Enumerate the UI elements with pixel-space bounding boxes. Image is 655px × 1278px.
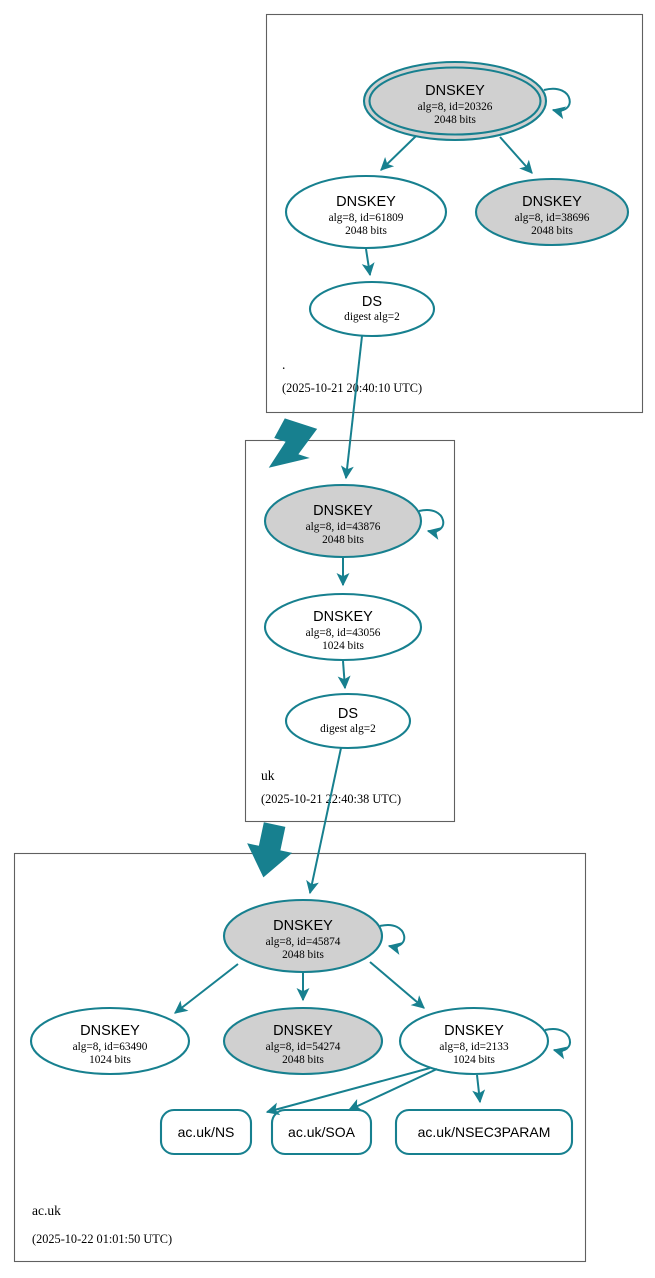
node-acuk-zsk-63490-line2: alg=8, id=63490 (73, 1041, 148, 1053)
node-uk-ksk-ellipse (263, 483, 423, 559)
node-uk-ds-line2: digest alg=2 (320, 723, 376, 735)
edge-acuk-zsk-2133-self-sign (544, 1028, 571, 1060)
rrset-ac-uk-nsec3param-box (394, 1108, 574, 1156)
zone-root[interactable]: DNSKEY alg=8, id=20326 2048 bits DNSKEY … (265, 13, 644, 414)
node-acuk-zsk-63490-line3: 1024 bits (89, 1054, 131, 1066)
edge-acuk-zsk2133-to-ns (265, 1067, 431, 1116)
node-root-zsk-61809-line2: alg=8, id=61809 (329, 212, 404, 224)
delegation-arrow-root-to-uk (268, 418, 318, 468)
zone-root-label: . (282, 357, 285, 372)
edge-root-ds-to-uk-ksk (340, 335, 363, 480)
edge-root-ksk-to-zsk61809 (380, 135, 417, 171)
node-acuk-zsk-63490-title: DNSKEY (80, 1023, 140, 1039)
zone-uk-label: uk (261, 768, 275, 783)
node-uk-zsk-line2: alg=8, id=43056 (306, 627, 381, 639)
edge-uk-ds-to-acuk-ksk (306, 747, 342, 895)
node-acuk-zsk-63490-ellipse (29, 1006, 191, 1076)
node-root-zsk-61809-ellipse (284, 174, 448, 250)
zone-uk[interactable]: DNSKEY alg=8, id=43876 2048 bits DNSKEY … (244, 439, 456, 823)
node-uk-zsk[interactable]: DNSKEY alg=8, id=43056 1024 bits (263, 592, 423, 662)
rrset-ac-uk-ns-box (159, 1108, 253, 1156)
edge-uk-ksk-self-sign (418, 509, 445, 540)
node-acuk-ksk-ellipse (222, 898, 384, 974)
rrset-ac-uk-ns-label: ac.uk/NS (178, 1124, 235, 1140)
node-acuk-zsk-54274[interactable]: DNSKEY alg=8, id=54274 2048 bits (222, 1006, 384, 1076)
node-acuk-zsk-2133[interactable]: DNSKEY alg=8, id=2133 1024 bits (398, 1006, 550, 1076)
node-uk-ksk-line2: alg=8, id=43876 (306, 521, 381, 533)
node-root-ds-title: DS (362, 294, 382, 310)
node-acuk-zsk-54274-line2: alg=8, id=54274 (266, 1041, 341, 1053)
node-root-zsk-38696-line2: alg=8, id=38696 (515, 212, 590, 224)
node-uk-zsk-ellipse (263, 592, 423, 662)
node-root-ksk-title: DNSKEY (425, 83, 485, 99)
rrset-ac-uk-soa[interactable]: ac.uk/SOA (270, 1108, 373, 1156)
edge-root-ksk-self-sign (543, 87, 571, 120)
node-root-zsk-61809-line3: 2048 bits (345, 225, 387, 237)
zone-acuk-label: ac.uk (32, 1203, 61, 1218)
node-acuk-ksk-line3: 2048 bits (282, 949, 324, 961)
node-acuk-zsk-2133-line2: alg=8, id=2133 (439, 1041, 509, 1053)
node-uk-zsk-title: DNSKEY (313, 609, 373, 625)
node-acuk-ksk-title: DNSKEY (273, 918, 333, 934)
edge-acuk-zsk2133-to-nsec3param (472, 1074, 486, 1104)
edge-uk-zsk-to-ds (337, 660, 351, 690)
rrset-ac-uk-ns[interactable]: ac.uk/NS (159, 1108, 253, 1156)
edge-acuk-zsk2133-to-soa (347, 1068, 438, 1111)
node-root-ds-line2: digest alg=2 (344, 311, 400, 323)
node-acuk-zsk-2133-line3: 1024 bits (453, 1054, 495, 1066)
node-root-ksk[interactable]: DNSKEY alg=8, id=20326 2048 bits (362, 60, 548, 142)
zone-acuk[interactable]: DNSKEY alg=8, id=45874 2048 bits DNSKEY … (13, 852, 587, 1263)
node-uk-ksk[interactable]: DNSKEY alg=8, id=43876 2048 bits (263, 483, 423, 559)
delegation-arrow-uk-to-acuk (247, 822, 293, 878)
node-acuk-ksk-line2: alg=8, id=45874 (266, 936, 341, 948)
node-root-zsk-61809-title: DNSKEY (336, 194, 396, 210)
node-acuk-ksk[interactable]: DNSKEY alg=8, id=45874 2048 bits (222, 898, 384, 974)
node-acuk-zsk-2133-title: DNSKEY (444, 1023, 504, 1039)
node-uk-ds-ellipse (284, 692, 412, 750)
node-acuk-zsk-2133-ellipse (398, 1006, 550, 1076)
node-acuk-zsk-54274-title: DNSKEY (273, 1023, 333, 1039)
zone-acuk-timestamp: (2025-10-22 01:01:50 UTC) (32, 1232, 172, 1246)
node-acuk-zsk-63490[interactable]: DNSKEY alg=8, id=63490 1024 bits (29, 1006, 191, 1076)
node-root-zsk-38696-ellipse (474, 177, 630, 247)
node-uk-ksk-title: DNSKEY (313, 503, 373, 519)
node-uk-zsk-line3: 1024 bits (322, 640, 364, 652)
node-uk-ds[interactable]: DS digest alg=2 (284, 692, 412, 750)
edge-acuk-ksk-self-sign (379, 924, 406, 955)
edge-acuk-ksk-to-zsk2133 (369, 961, 425, 1009)
node-root-zsk-38696-line3: 2048 bits (531, 225, 573, 237)
node-root-ksk-line3: 2048 bits (434, 114, 476, 126)
rrset-ac-uk-soa-box (270, 1108, 373, 1156)
edge-root-ksk-to-zsk38696 (499, 136, 533, 174)
zone-root-timestamp: (2025-10-21 20:40:10 UTC) (282, 381, 422, 395)
node-acuk-zsk-54274-line3: 2048 bits (282, 1054, 324, 1066)
rrset-ac-uk-nsec3param-label: ac.uk/NSEC3PARAM (418, 1124, 551, 1140)
edge-acuk-ksk-to-zsk63490 (174, 963, 239, 1014)
rrset-ac-uk-soa-label: ac.uk/SOA (288, 1124, 356, 1140)
node-root-ds[interactable]: DS digest alg=2 (308, 280, 436, 338)
node-uk-ds-title: DS (338, 706, 358, 722)
edge-root-zsk61809-to-ds (361, 248, 375, 277)
rrset-ac-uk-nsec3param[interactable]: ac.uk/NSEC3PARAM (394, 1108, 574, 1156)
node-root-ksk-inner-ellipse (368, 66, 542, 136)
node-root-zsk-38696-title: DNSKEY (522, 194, 582, 210)
node-root-ds-ellipse (308, 280, 436, 338)
node-uk-ksk-line3: 2048 bits (322, 534, 364, 546)
node-acuk-zsk-54274-ellipse (222, 1006, 384, 1076)
node-root-zsk-38696[interactable]: DNSKEY alg=8, id=38696 2048 bits (474, 177, 630, 247)
node-root-zsk-61809[interactable]: DNSKEY alg=8, id=61809 2048 bits (284, 174, 448, 250)
node-root-ksk-line2: alg=8, id=20326 (418, 101, 493, 113)
